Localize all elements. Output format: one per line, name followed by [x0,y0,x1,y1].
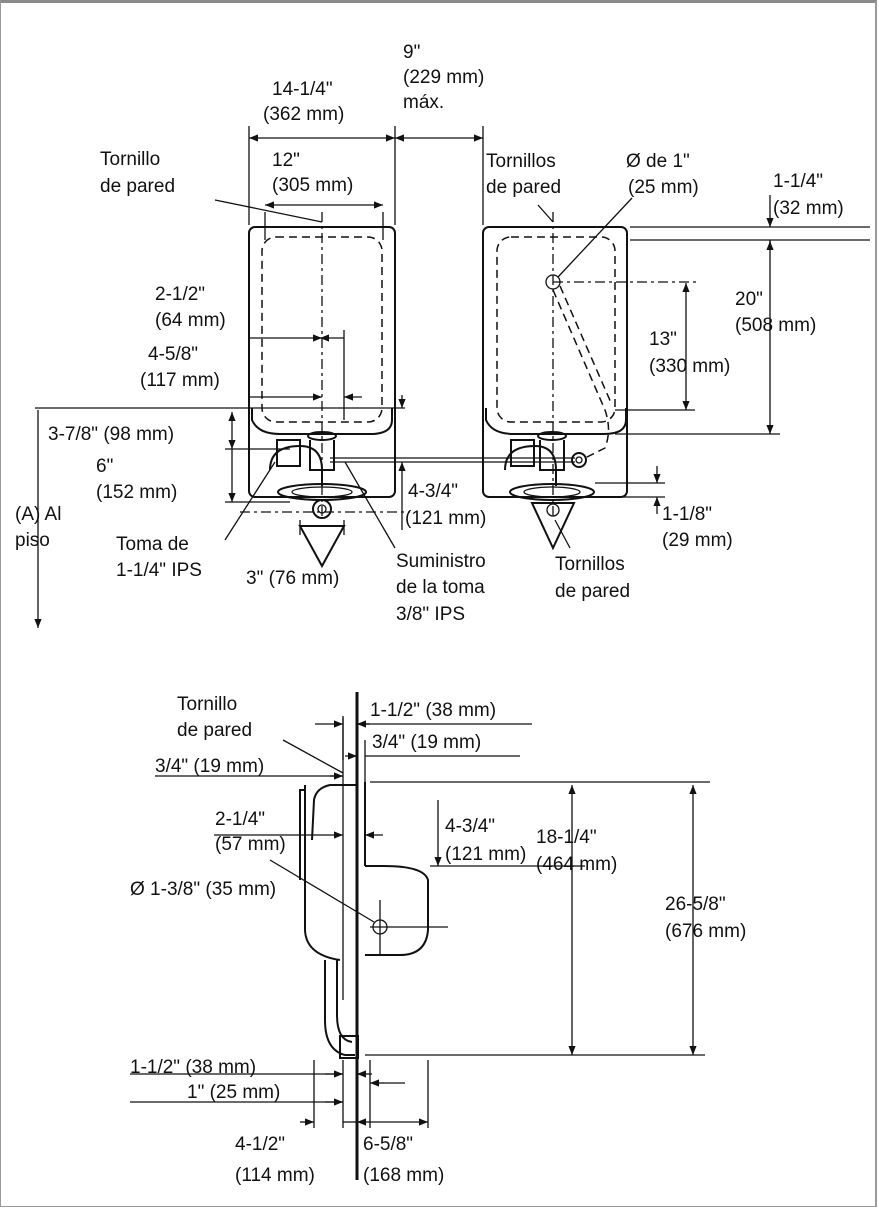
label-side-3-4-right: 3/4" (19 mm) [372,732,481,753]
label-1-1-4-ips: 1-1/4" IPS [116,560,202,581]
front-view-labels: 9" (229 mm) máx. 14-1/4" (362 mm) Tornil… [15,42,844,625]
label-de-pared: de pared [100,176,175,197]
label-side-4-1-2in: 4-1/2" [235,1134,285,1155]
label-side-diam: Ø 1-3/8" (35 mm) [130,879,276,900]
label-20in: 20" [735,289,763,310]
label-14-1-4in: 14-1/4" [272,79,333,100]
label-side-1in: 1" (25 mm) [187,1082,280,1103]
label-piso: piso [15,530,50,551]
label-side-de-pared: de pared [177,720,252,741]
label-9in: 9" [403,42,420,63]
label-305mm: (305 mm) [272,175,353,196]
label-side-4-3-4in: 4-3/4" [445,816,495,837]
front-view-left-urinal [240,212,410,520]
label-de-pared-2: de pared [486,177,561,198]
label-de-pared-3: de pared [555,581,630,602]
label-4-5-8in: 4-5/8" [148,344,198,365]
label-13in: 13" [649,329,677,350]
label-side-26-5-8in: 26-5/8" [665,894,726,915]
label-side-18-1-4in: 18-1/4" [536,827,597,848]
label-1-1-4in: 1-1/4" [773,171,823,192]
label-29mm: (29 mm) [662,530,733,551]
front-view-right-urinal [482,212,700,551]
label-side-6-5-8in: 6-5/8" [363,1134,413,1155]
label-side-3-4-left: 3/4" (19 mm) [155,756,264,777]
label-side-1-1-2-bottom: 1-1/2" (38 mm) [130,1057,256,1078]
label-side-168mm: (168 mm) [363,1165,444,1186]
label-25mm: (25 mm) [628,177,699,198]
label-side-676mm: (676 mm) [665,921,746,942]
label-side-114mm: (114 mm) [235,1165,315,1186]
label-2-1-2in: 2-1/2" [155,284,205,305]
label-a-al: (A) Al [15,504,61,525]
label-max: máx. [403,92,444,113]
label-side-tornillo: Tornillo [177,694,237,715]
side-view-labels: Tornillo de pared 1-1/2" (38 mm) 3/4" (1… [130,694,746,1186]
side-view-dimensions [130,716,710,1128]
label-3-7-8in: 3-7/8" (98 mm) [48,424,174,445]
label-tornillos-2: Tornillos [555,554,625,575]
label-3in-76mm: 3" (76 mm) [246,568,339,589]
label-64mm: (64 mm) [155,310,226,331]
label-side-2-1-4in: 2-1/4" [215,809,265,830]
label-toma-de: Toma de [116,534,189,555]
label-6in: 6" [96,456,113,477]
label-152mm: (152 mm) [96,482,177,503]
label-330mm: (330 mm) [649,356,730,377]
label-117mm: (117 mm) [140,370,220,391]
label-side-1-1-2-top: 1-1/2" (38 mm) [370,700,496,721]
label-32mm: (32 mm) [773,198,844,219]
label-tornillos: Tornillos [486,151,556,172]
label-de-la-toma: de la toma [396,577,485,598]
side-view [299,692,448,1180]
label-suministro: Suministro [396,551,486,572]
label-3-8-ips: 3/8" IPS [396,604,465,625]
label-362mm: (362 mm) [263,104,344,125]
label-121mm: (121 mm) [405,508,486,529]
label-tornillo: Tornillo [100,149,160,170]
label-229mm: (229 mm) [403,67,484,88]
label-side-57mm: (57 mm) [215,834,286,855]
label-1-1-8in: 1-1/8" [662,504,712,525]
label-12in: 12" [272,150,300,171]
label-diam-1in: Ø de 1" [626,151,690,172]
front-view-dimensions [34,126,870,628]
label-side-121mm: (121 mm) [445,844,526,865]
label-4-3-4in: 4-3/4" [408,481,458,502]
label-508mm: (508 mm) [735,315,816,336]
label-side-464mm: (464 mm) [536,854,617,875]
